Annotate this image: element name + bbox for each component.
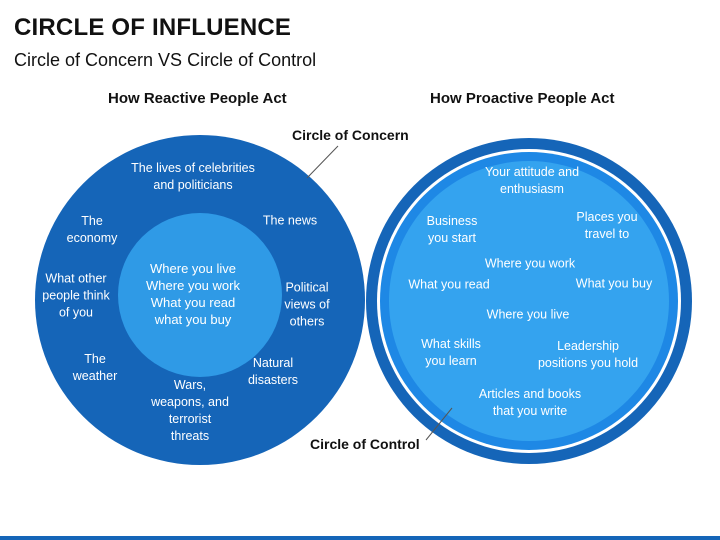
footer-accent-bar xyxy=(0,536,720,540)
concern-inner-circle xyxy=(118,213,282,377)
control-label-places: Places you travel to xyxy=(576,210,638,241)
concern-label-economy: The economy xyxy=(66,214,118,245)
concern-label-what-others-think: What other people think of you xyxy=(42,271,110,320)
concern-callout: Circle of Concern xyxy=(292,127,409,143)
reactive-heading: How Reactive People Act xyxy=(108,90,287,107)
control-inner-circle xyxy=(389,161,669,441)
page-subtitle: Circle of Concern VS Circle of Control xyxy=(14,50,317,70)
control-label-where-work: Where you work xyxy=(484,256,576,271)
control-callout-line xyxy=(425,407,453,441)
concern-callout-line xyxy=(306,145,339,179)
proactive-heading: How Proactive People Act xyxy=(430,90,615,107)
control-callout: Circle of Control xyxy=(310,436,420,452)
control-label-business: Business you start xyxy=(426,214,478,245)
control-label-leadership: Leadership positions you hold xyxy=(537,339,639,370)
control-label-where-live: Where you live xyxy=(486,307,570,322)
concern-label-news: The news xyxy=(262,213,318,228)
concern-label-weather: The weather xyxy=(72,352,118,383)
concern-label-natural-disasters: Natural disasters xyxy=(247,356,299,387)
control-label-skills: What skills you learn xyxy=(421,337,481,368)
concern-label-celebrities: The lives of celebrities and politicians xyxy=(131,161,255,192)
page-title: CIRCLE OF INFLUENCE xyxy=(14,14,292,41)
control-label-attitude: Your attitude and enthusiasm xyxy=(484,165,580,196)
control-label-what-read: What you read xyxy=(408,277,490,292)
concern-inner-label: Where you live Where you work What you r… xyxy=(146,261,240,327)
control-label-what-buy: What you buy xyxy=(575,276,653,291)
concern-label-political-views: Political views of others xyxy=(284,280,330,329)
concern-label-wars: Wars, weapons, and terrorist threats xyxy=(151,378,229,443)
control-label-articles: Articles and books that you write xyxy=(478,387,582,418)
